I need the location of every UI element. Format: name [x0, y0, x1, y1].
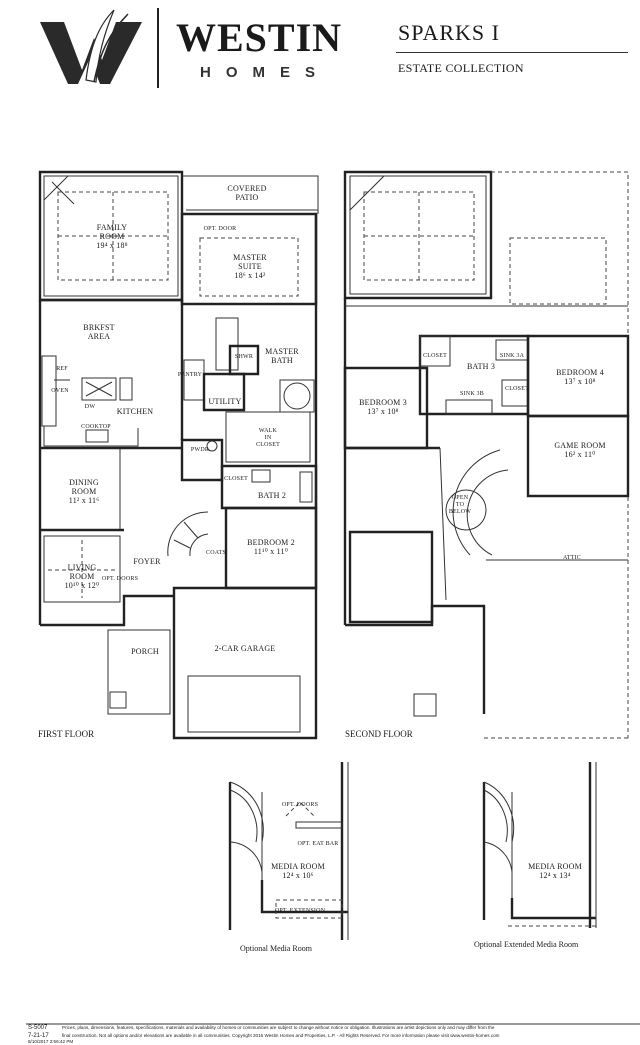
plan-name: SPARKS I: [398, 20, 500, 45]
room-label-attic: ATTIC: [563, 555, 581, 561]
room-label-closet: CLOSET: [224, 476, 248, 482]
room-label-pantry: PANTRY: [177, 372, 203, 378]
room-label-bath-2: BATH 2: [257, 491, 287, 500]
caption-optional-media-room: Optional Media Room: [240, 944, 312, 953]
appliance-label-cooktop: COOKTOP: [81, 424, 111, 430]
room-label-closet-2a: CLOSET: [423, 353, 447, 359]
collection-name: ESTATE COLLECTION: [398, 61, 524, 75]
first-floor-plan: [40, 172, 318, 738]
room-label-sink-3b: SINK 3B: [460, 391, 484, 397]
logo-divider: [157, 8, 159, 88]
label-opt-doors: OPT. DOORS: [281, 802, 319, 808]
room-label-pwdr: PWDR: [190, 447, 210, 453]
optional-extended-media-room-plan: [484, 762, 596, 928]
room-label-sink-3a: SINK 3A: [499, 353, 525, 359]
caption-optional-extended-media-room: Optional Extended Media Room: [474, 940, 579, 949]
appliance-label-oven: OVEN: [51, 388, 69, 394]
caption-first-floor: FIRST FLOOR: [38, 729, 95, 739]
footer-code: S-5007: [28, 1025, 48, 1031]
brand-name: WESTIN: [176, 15, 343, 60]
footer-timestamp: 8/10/2017 2:56:42 PM: [28, 1039, 74, 1044]
room-label-opt-door: OPT. DOOR: [203, 226, 237, 232]
room-label-bath-3: BATH 3: [466, 362, 496, 371]
brand-sub: HOMES: [200, 64, 331, 81]
footer-date: 7-21-17: [28, 1033, 49, 1039]
footer-disclaimer-line-2: final construction. Not all options and/…: [62, 1033, 500, 1038]
label-opt-eat-bar: OPT. EAT BAR: [297, 841, 339, 847]
header-rule: [396, 52, 628, 53]
label-opt-extension: OPT. EXTENSION: [274, 908, 326, 914]
appliance-label-dw: DW: [84, 404, 96, 410]
room-label-garage: 2-CAR GARAGE: [214, 644, 276, 653]
room-label-foyer: FOYER: [133, 557, 161, 566]
room-label-opt-doors: OPT. DOORS: [101, 576, 139, 582]
room-label-coats: COATS: [205, 550, 227, 556]
footer-disclaimer-line-1: Prices, plans, dimensions, features, spe…: [62, 1025, 495, 1030]
caption-second-floor: SECOND FLOOR: [345, 729, 413, 739]
second-floor-plan: [345, 172, 628, 738]
appliance-label-ref: REF: [56, 366, 68, 372]
westin-logo-mark: [40, 9, 142, 84]
room-label-porch: PORCH: [131, 647, 159, 656]
room-label-shwr: SHWR: [234, 354, 254, 360]
optional-media-room-plan: [230, 762, 348, 940]
room-label-utility: UTILITY: [208, 397, 242, 406]
room-label-closet-2b: CLOSET: [505, 386, 529, 392]
room-label-kitchen: KITCHEN: [116, 407, 154, 416]
